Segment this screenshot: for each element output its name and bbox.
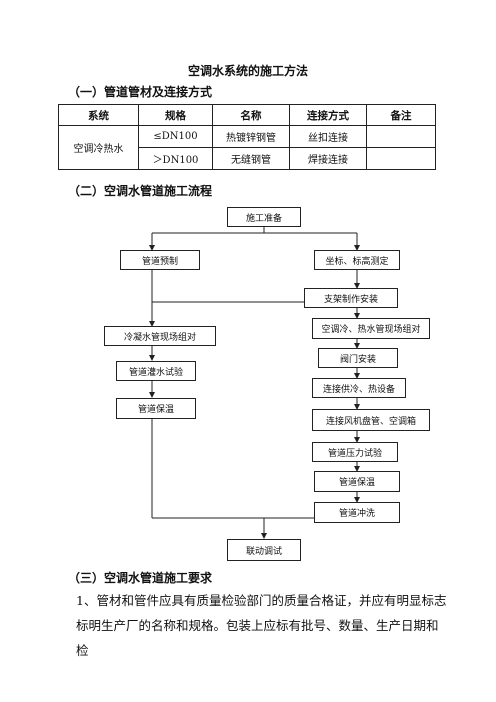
flow-step-left: 冷凝水管现场组对 — [104, 326, 216, 346]
flow-step-right: 阀门安装 — [318, 348, 398, 368]
flow-step-end: 联动调试 — [227, 539, 301, 561]
flow-step-right: 管道保温 — [314, 471, 400, 492]
pipe-material-table: 系统 规格 名称 连接方式 备注 空调冷热水 ≤DN100 热镀锌钢管 丝扣连接… — [58, 104, 436, 170]
flow-step-left: 管道灌水试验 — [116, 361, 196, 381]
cell-note — [366, 147, 436, 170]
flow-step-right: 管道冲洗 — [314, 502, 400, 523]
flow-step-right: 连接供冷、热设备 — [312, 378, 406, 398]
paragraph-line: 标明生产厂的名称和规格。包装上应标有批号、数量、生产日期和检 — [76, 618, 439, 658]
flow-step-left: 管道预制 — [120, 250, 200, 270]
flow-step-right: 管道压力试验 — [312, 442, 398, 462]
table-row: ＞DN100 无缝钢管 焊接连接 — [59, 147, 436, 170]
section-heading-3: （三）空调水管道施工要求 — [68, 571, 213, 585]
flow-step-start: 施工准备 — [227, 207, 301, 227]
flow-step-right: 连接风机盘管、空调箱 — [312, 409, 430, 431]
section-heading-1: （一）管道管材及连接方式 — [68, 85, 213, 99]
cell-connection: 焊接连接 — [289, 147, 367, 170]
flow-step-left: 管道保温 — [116, 398, 196, 419]
section-heading-2: （二）空调水管道施工流程 — [68, 184, 213, 198]
flow-step-right: 支架制作安装 — [304, 288, 398, 308]
flow-step-right: 空调冷、热水管现场组对 — [312, 318, 430, 339]
cell-system: 空调冷热水 — [58, 125, 139, 170]
flow-step-right: 坐标、标高测定 — [314, 250, 400, 270]
paragraph-line: 1、管材和管件应具有质量检验部门的质量合格证，并应有明显标志 — [76, 593, 447, 608]
document-title: 空调水系统的施工方法 — [187, 64, 308, 78]
